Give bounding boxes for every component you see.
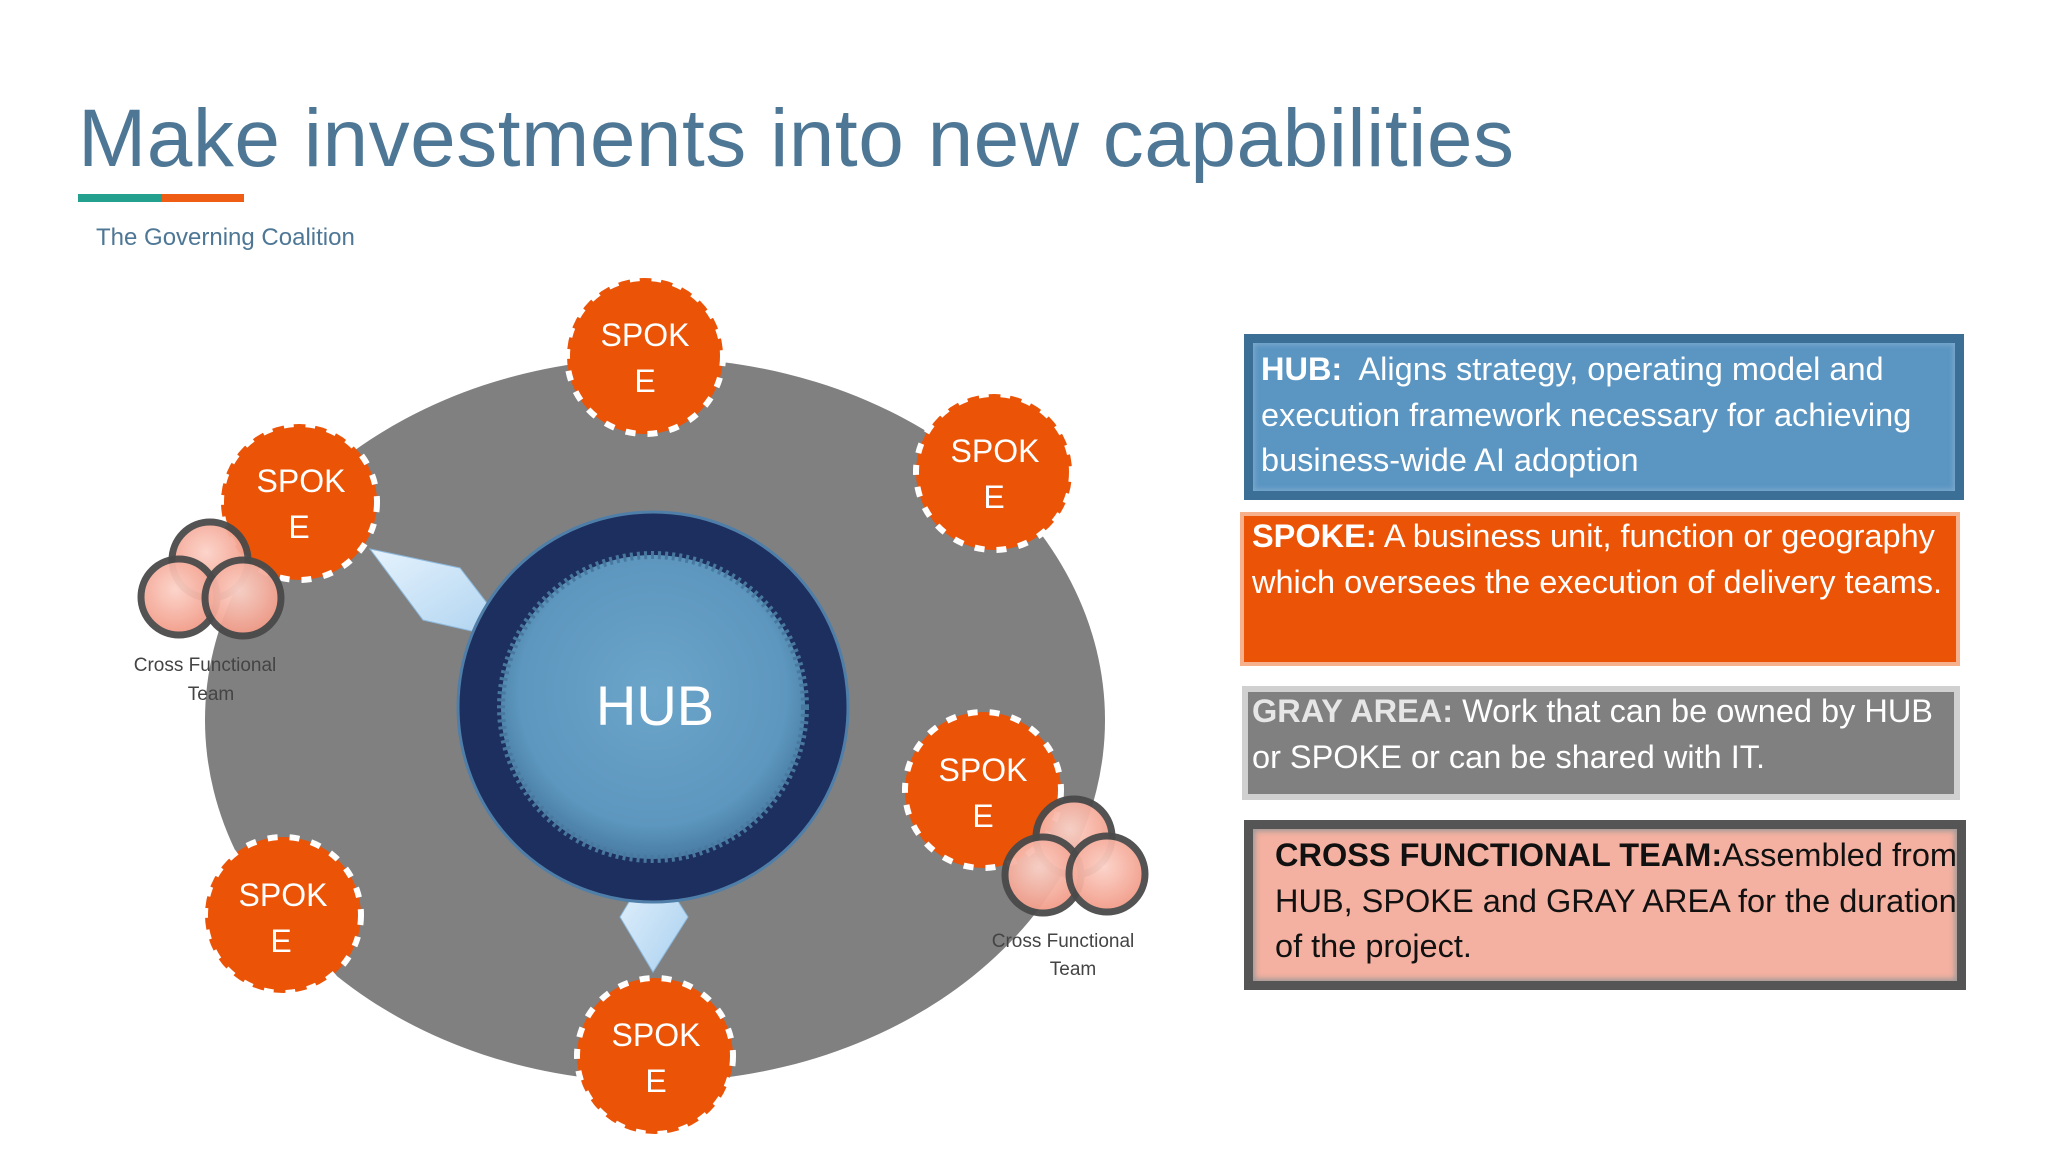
definition-text: Assembled from HUB, SPOKE and GRAY AREA … bbox=[1275, 837, 1967, 964]
definition-term: HUB: bbox=[1261, 351, 1343, 387]
cross-functional-team-left: Cross Functional Team bbox=[134, 518, 285, 705]
definition-text: Work that can be owned by HUB or SPOKE o… bbox=[1252, 693, 1943, 775]
spoke-circle bbox=[574, 975, 736, 1137]
hub-label: HUB bbox=[596, 674, 714, 737]
spoke-circle bbox=[218, 421, 380, 583]
spoke-label: SPOK bbox=[601, 317, 690, 353]
spoke-label: E bbox=[645, 1063, 666, 1099]
team-member-circle bbox=[1065, 832, 1149, 916]
gray-area-definition: GRAY AREA: Work that can be owned by HUB… bbox=[1252, 689, 1954, 780]
hub: HUB bbox=[456, 510, 850, 904]
definition-text: Aligns strategy, operating model and exe… bbox=[1261, 351, 1921, 478]
spoke-circle bbox=[202, 834, 364, 996]
gray-area-definition-box: GRAY AREA: Work that can be owned by HUB… bbox=[1248, 692, 1954, 794]
team-label: Cross Functional bbox=[992, 931, 1135, 952]
spoke-lower-right: SPOK E bbox=[902, 709, 1064, 871]
spoke-circle bbox=[902, 709, 1064, 871]
cross-functional-team-definition: CROSS FUNCTIONAL TEAM:Assembled from HUB… bbox=[1275, 833, 1957, 970]
spoke-label: E bbox=[270, 923, 291, 959]
hub-definition: HUB: Aligns strategy, operating model an… bbox=[1261, 347, 1955, 484]
underline-teal-segment bbox=[78, 194, 162, 202]
spoke-circle bbox=[564, 275, 726, 437]
spoke-label: SPOK bbox=[612, 1017, 701, 1053]
cross-functional-team-right: Cross Functional Team bbox=[992, 795, 1149, 980]
spoke-circle bbox=[913, 391, 1075, 553]
team-label: Team bbox=[188, 684, 234, 705]
team-label: Cross Functional bbox=[134, 655, 277, 676]
hub-definition-box: HUB: Aligns strategy, operating model an… bbox=[1244, 334, 1964, 500]
spoke-top: SPOK E bbox=[564, 275, 726, 437]
spoke-label: E bbox=[972, 798, 993, 834]
team-member-circle bbox=[201, 556, 285, 640]
spoke-upper-right: SPOK E bbox=[913, 391, 1075, 553]
team-label: Team bbox=[1050, 959, 1096, 980]
underline-orange-segment bbox=[162, 194, 244, 202]
slide-subtitle: The Governing Coalition bbox=[96, 224, 355, 251]
spoke-label: SPOK bbox=[239, 877, 328, 913]
hub-inner-circle bbox=[497, 551, 809, 863]
definition-text: A business unit, function or geography w… bbox=[1252, 518, 1944, 600]
spoke-lower-left: SPOK E bbox=[202, 834, 364, 996]
cross-functional-team-definition-box: CROSS FUNCTIONAL TEAM:Assembled from HUB… bbox=[1244, 820, 1966, 990]
spoke-label: SPOK bbox=[939, 752, 1028, 788]
spoke-label: SPOK bbox=[951, 433, 1040, 469]
spoke-definition-box: SPOKE: A business unit, function or geog… bbox=[1244, 516, 1956, 662]
spoke-label: E bbox=[983, 479, 1004, 515]
spoke-label: E bbox=[288, 509, 309, 545]
definition-term: GRAY AREA: bbox=[1252, 693, 1454, 729]
title-underline bbox=[78, 194, 244, 202]
definition-term: CROSS FUNCTIONAL TEAM: bbox=[1275, 837, 1723, 873]
slide-title: Make investments into new capabilities bbox=[78, 93, 1515, 184]
spoke-definition: SPOKE: A business unit, function or geog… bbox=[1252, 514, 1956, 605]
spoke-label: SPOK bbox=[257, 463, 346, 499]
spoke-label: E bbox=[634, 363, 655, 399]
spoke-upper-left: SPOK E bbox=[218, 421, 380, 583]
spoke-bottom: SPOK E bbox=[574, 975, 736, 1137]
definition-term: SPOKE: bbox=[1252, 518, 1377, 554]
